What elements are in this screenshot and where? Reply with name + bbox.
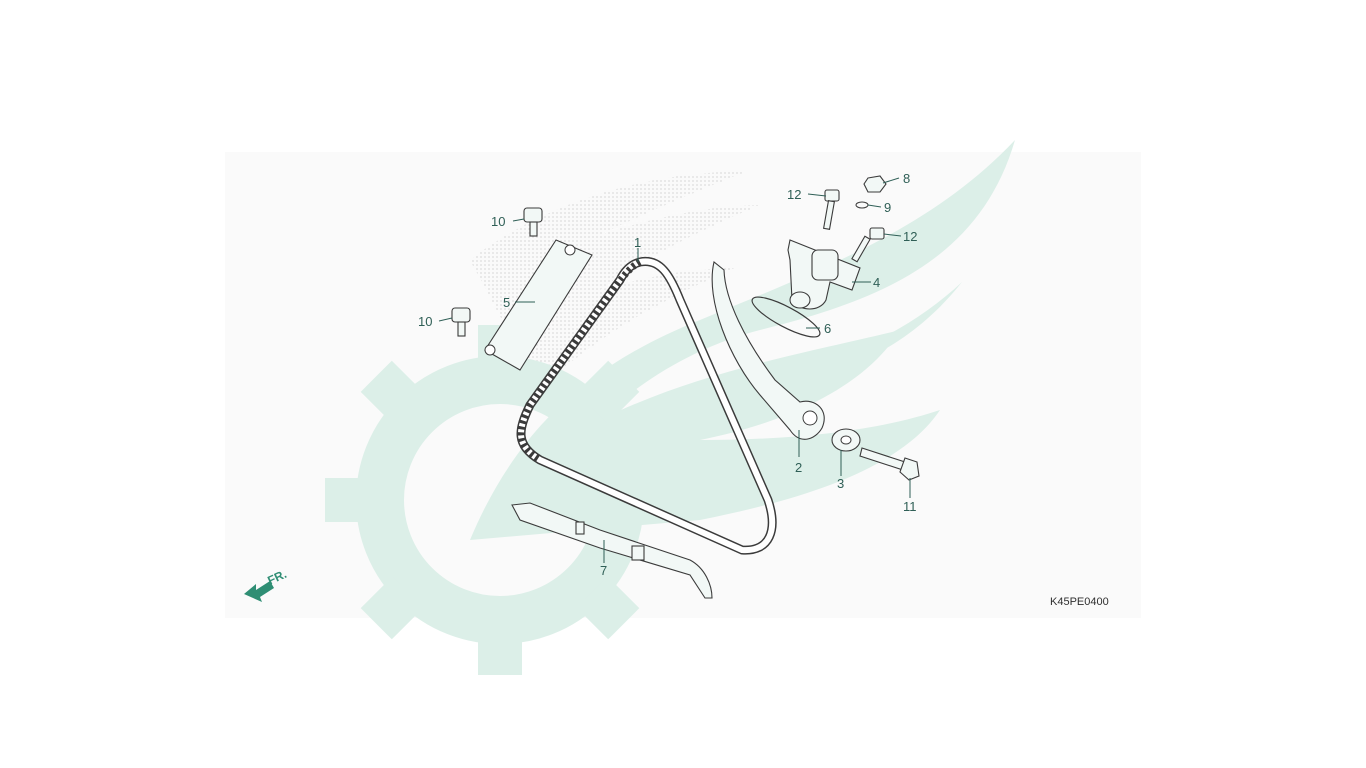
front-label: FR. xyxy=(265,567,288,588)
washer-part-3 xyxy=(831,428,861,452)
tensioner-lifter-part-4 xyxy=(787,239,861,310)
callout-9: 9 xyxy=(884,200,891,215)
callout-12-right: 12 xyxy=(903,229,917,244)
cam-chain-part-1 xyxy=(516,256,777,555)
callout-5: 5 xyxy=(503,295,510,310)
callout-labels: 1 2 3 4 5 6 7 8 9 10 10 11 12 12 xyxy=(418,171,917,578)
bolt-part-10-upper xyxy=(523,207,543,237)
callout-8: 8 xyxy=(903,171,910,186)
chain-guide-part-7 xyxy=(511,502,713,599)
callout-4: 4 xyxy=(873,275,880,290)
callout-7: 7 xyxy=(600,563,607,578)
callout-3: 3 xyxy=(837,476,844,491)
watermark-logo xyxy=(325,140,1015,675)
leader-lines xyxy=(438,177,911,563)
front-direction-arrow: FR. xyxy=(244,567,289,602)
callout-12-left: 12 xyxy=(787,187,801,202)
chain-guide-plate-part-5 xyxy=(484,239,593,371)
o-ring-part-9 xyxy=(855,201,869,209)
wing-dot-pattern xyxy=(470,171,760,390)
sealing-bolt-part-8 xyxy=(863,175,887,193)
callout-1: 1 xyxy=(634,235,641,250)
diagram-code: K45PE0400 xyxy=(1050,596,1109,608)
callout-10-lower: 10 xyxy=(418,314,432,329)
callout-10-upper: 10 xyxy=(491,214,505,229)
callout-2: 2 xyxy=(795,460,802,475)
callout-11: 11 xyxy=(903,499,917,514)
pivot-bolt-part-11 xyxy=(859,447,920,481)
gasket-part-6 xyxy=(751,296,821,338)
bolt-part-10-lower xyxy=(451,307,471,337)
bolt-part-12-right xyxy=(851,227,885,263)
callout-6: 6 xyxy=(824,321,831,336)
arrow-left-icon xyxy=(244,581,274,602)
tensioner-arm-part-2 xyxy=(711,261,825,440)
